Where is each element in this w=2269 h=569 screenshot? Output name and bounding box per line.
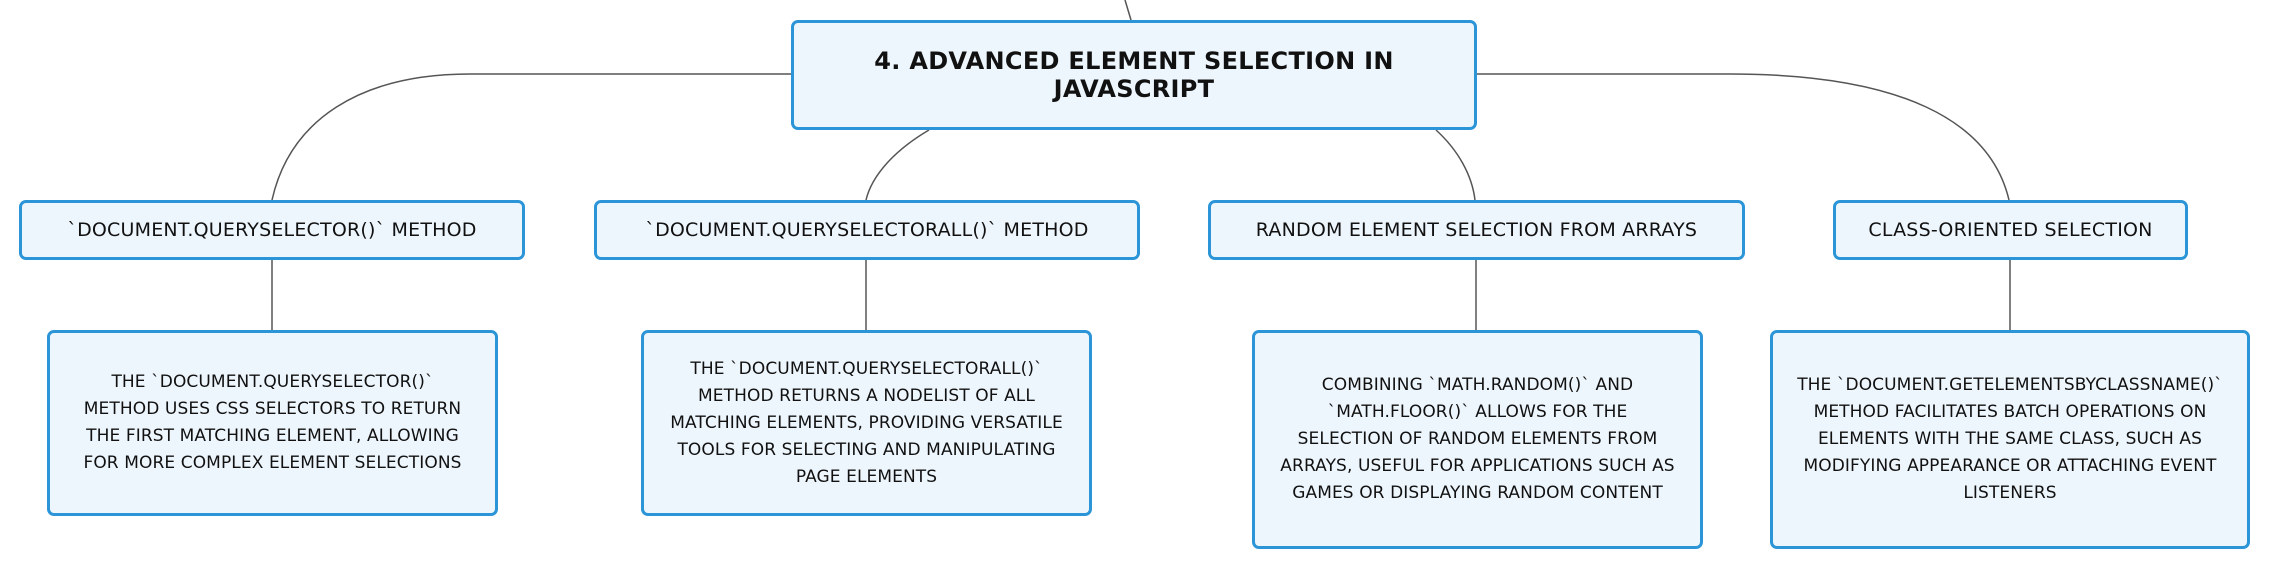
branch-queryselector[interactable]: `DOCUMENT.QUERYSELECTOR()` METHOD (19, 200, 525, 260)
root-topic[interactable]: 4. ADVANCED ELEMENT SELECTION IN JAVASCR… (791, 20, 1477, 130)
branch-label: CLASS-ORIENTED SELECTION (1868, 219, 2153, 241)
branch-queryselectorall[interactable]: `DOCUMENT.QUERYSELECTORALL()` METHOD (594, 200, 1140, 260)
branch-random-selection[interactable]: RANDOM ELEMENT SELECTION FROM ARRAYS (1208, 200, 1745, 260)
branch-label: RANDOM ELEMENT SELECTION FROM ARRAYS (1255, 219, 1698, 241)
connector-parent (1124, 0, 1132, 21)
detail-text: THE `DOCUMENT.QUERYSELECTOR()` METHOD US… (83, 372, 462, 473)
detail-text: COMBINING `MATH.RANDOM()` AND `MATH.FLOO… (1280, 375, 1675, 503)
branch-label: `DOCUMENT.QUERYSELECTOR()` METHOD (67, 219, 477, 241)
root-topic-label: 4. ADVANCED ELEMENT SELECTION IN JAVASCR… (874, 47, 1394, 103)
detail-text: THE `DOCUMENT.QUERYSELECTORALL()` METHOD… (670, 358, 1063, 487)
connector-root-branch-1 (271, 73, 791, 201)
connector-root-branch-4 (1477, 73, 2010, 201)
detail-text: THE `DOCUMENT.GETELEMENTSBYCLASSNAME()` … (1797, 375, 2223, 503)
connector-root-branch-3 (1435, 129, 1476, 201)
detail-queryselector[interactable]: THE `DOCUMENT.QUERYSELECTOR()` METHOD US… (47, 330, 498, 516)
detail-class-selection[interactable]: THE `DOCUMENT.GETELEMENTSBYCLASSNAME()` … (1770, 330, 2250, 549)
connector-root-branch-2 (865, 129, 930, 201)
detail-random-selection[interactable]: COMBINING `MATH.RANDOM()` AND `MATH.FLOO… (1252, 330, 1703, 549)
branch-label: `DOCUMENT.QUERYSELECTORALL()` METHOD (645, 219, 1089, 241)
detail-queryselectorall[interactable]: THE `DOCUMENT.QUERYSELECTORALL()` METHOD… (641, 330, 1092, 516)
branch-class-selection[interactable]: CLASS-ORIENTED SELECTION (1833, 200, 2188, 260)
